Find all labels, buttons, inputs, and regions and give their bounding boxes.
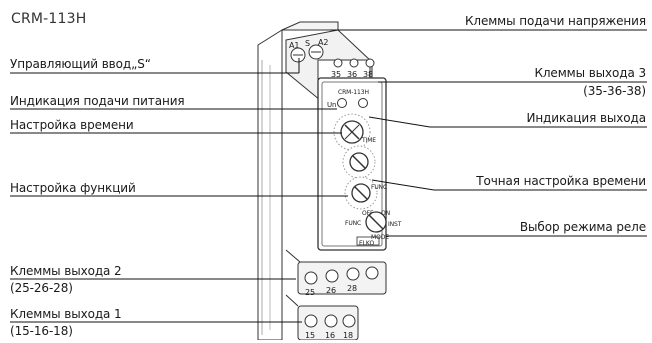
terminal-26: 26 [326,286,336,295]
func-knob-label: FUNC [371,184,388,191]
terminal-38: 38 [363,70,373,79]
label-fine-time-setting: Точная настройка времени [476,174,646,188]
label-relay-mode: Выбор режима реле [519,220,646,234]
label-out1-terminals: Клеммы выхода 1 [10,307,122,321]
top-screws [290,44,324,63]
mode-on-label: ON [381,210,391,217]
label-control-input: Управляющий ввод„S“ [10,57,151,71]
terminal-a1: A1 [289,41,300,50]
terminal-s: S [305,39,310,48]
terminal-a2: A2 [318,38,329,47]
led-un-label: Un [327,101,337,109]
mode-func-label: FUNC [345,220,362,227]
label-out2-pins: (25-26-28) [10,281,73,295]
mode-label: MODE [371,234,389,241]
label-out3-terminals: Клеммы выхода 3 [534,66,646,80]
label-output-indication: Индикация выхода [526,111,646,125]
terminal-28: 28 [347,284,357,293]
label-out3-pins: (35-36-38) [583,84,646,98]
terminal-16: 16 [325,331,335,340]
label-out2-terminals: Клеммы выхода 2 [10,264,122,278]
terminal-36: 36 [347,70,357,79]
label-power-indication: Индикация подачи питания [10,94,185,108]
label-function-setting: Настройка функций [10,181,136,195]
mode-inst-label: INST [388,221,402,228]
time-knob-label: TIME [362,137,377,144]
terminal-35: 35 [331,70,341,79]
label-out1-pins: (15-16-18) [10,324,73,338]
label-time-setting: Настройка времени [10,118,134,132]
mode-off-label: OFF [362,210,374,217]
terminal-25: 25 [305,288,315,297]
terminal-18: 18 [343,331,353,340]
model-label: CRM-113H [338,89,369,96]
brand-logo: ELKO [359,240,375,247]
terminal-15: 15 [305,331,315,340]
label-power-terminals: Клеммы подачи напряжения [464,14,646,28]
page-title: CRM-113H [11,11,87,27]
